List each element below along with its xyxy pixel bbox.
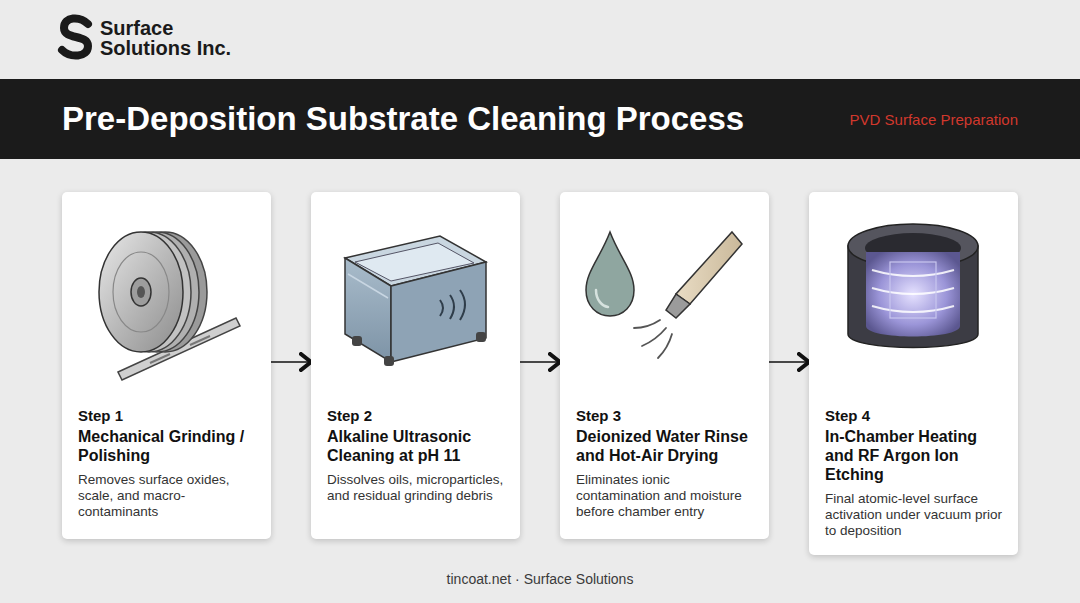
- step-number: Step 1: [78, 407, 258, 425]
- vacuum-chamber-icon: [848, 224, 978, 348]
- step-heading: Deionized Water Rinse and Hot-Air Drying: [576, 427, 756, 465]
- card-text-block: Step 1 Mechanical Grinding / PolishingRem…: [78, 407, 258, 520]
- step-heading: In-Chamber Heating and RF Argon Ion Etch…: [825, 427, 1005, 484]
- flow-arrow: [271, 361, 311, 363]
- step-number: Step 3: [576, 407, 756, 425]
- logo-mark: [62, 18, 88, 55]
- step-heading: Alkaline Ultrasonic Cleaning at pH 11: [327, 427, 507, 465]
- card-text-block: Step 3 Deionized Water Rinse and Hot-Air …: [576, 407, 756, 520]
- caption: tincoat.net · Surface Solutions: [0, 571, 1080, 587]
- step-heading: Mechanical Grinding / Polishing: [78, 427, 258, 465]
- page-title: Pre-Deposition Substrate Cleaning Proces…: [62, 99, 744, 139]
- step-description: Removes surface oxides, scale, and macro…: [78, 472, 258, 520]
- card-text-block: Step 2 Alkaline Ultrasonic Cleaning at pH…: [327, 407, 507, 504]
- flow-arrow: [520, 361, 560, 363]
- flow-arrow: [769, 361, 809, 363]
- card-text-block: Step 4 In-Chamber Heating and RF Argon Io…: [825, 407, 1005, 539]
- step-number: Step 4: [825, 407, 1005, 425]
- company-name: Surface Solutions Inc.: [100, 18, 250, 58]
- step-description: Eliminates ionic contamination and moist…: [576, 472, 756, 520]
- banner-tag: PVD Surface Preparation: [850, 111, 1018, 129]
- step-number: Step 2: [327, 407, 507, 425]
- step-description: Dissolves oils, microparticles, and resi…: [327, 472, 507, 504]
- step-description: Final atomic-level surface activation un…: [825, 491, 1005, 539]
